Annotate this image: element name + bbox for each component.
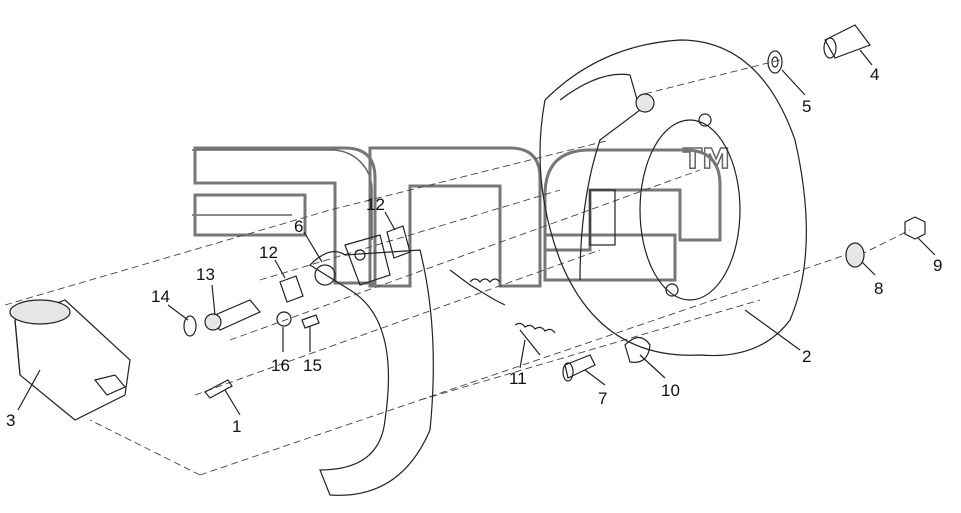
backing-plate: [539, 39, 807, 357]
callout-labels: 1 2 3 4 5 6 7 8 9 10 11 12 12 13 14 15 1…: [6, 65, 942, 436]
watermark-logo: TM: [192, 141, 731, 288]
callout-12-upper: 12: [366, 195, 385, 214]
callout-13: 13: [196, 265, 215, 284]
callout-5: 5: [802, 97, 811, 116]
callout-4: 4: [870, 65, 879, 84]
callout-8: 8: [874, 279, 883, 298]
hardware-right: [767, 24, 926, 268]
callout-6: 6: [294, 217, 303, 236]
leader-lines: [17, 49, 936, 416]
bushings: [279, 225, 411, 303]
wheel-cylinder: [9, 299, 131, 421]
callout-2: 2: [802, 347, 811, 366]
callout-7: 7: [598, 389, 607, 408]
callout-1: 1: [232, 417, 241, 436]
trademark-mark: TM: [683, 142, 730, 175]
callout-15: 15: [303, 356, 322, 375]
callout-12-lower: 12: [259, 243, 278, 262]
callout-3: 3: [6, 411, 15, 430]
springs: [449, 269, 556, 356]
adjuster-parts: [183, 299, 320, 337]
callout-14: 14: [151, 287, 170, 306]
assembly-lines: [4, 59, 911, 476]
callout-16: 16: [271, 356, 290, 375]
callout-10: 10: [661, 381, 680, 400]
callout-11: 11: [509, 369, 527, 388]
pin-and-eccentric: [562, 336, 651, 382]
callout-9: 9: [933, 256, 942, 275]
bleeder-screw: [204, 379, 233, 399]
brake-shoe: [309, 234, 434, 496]
